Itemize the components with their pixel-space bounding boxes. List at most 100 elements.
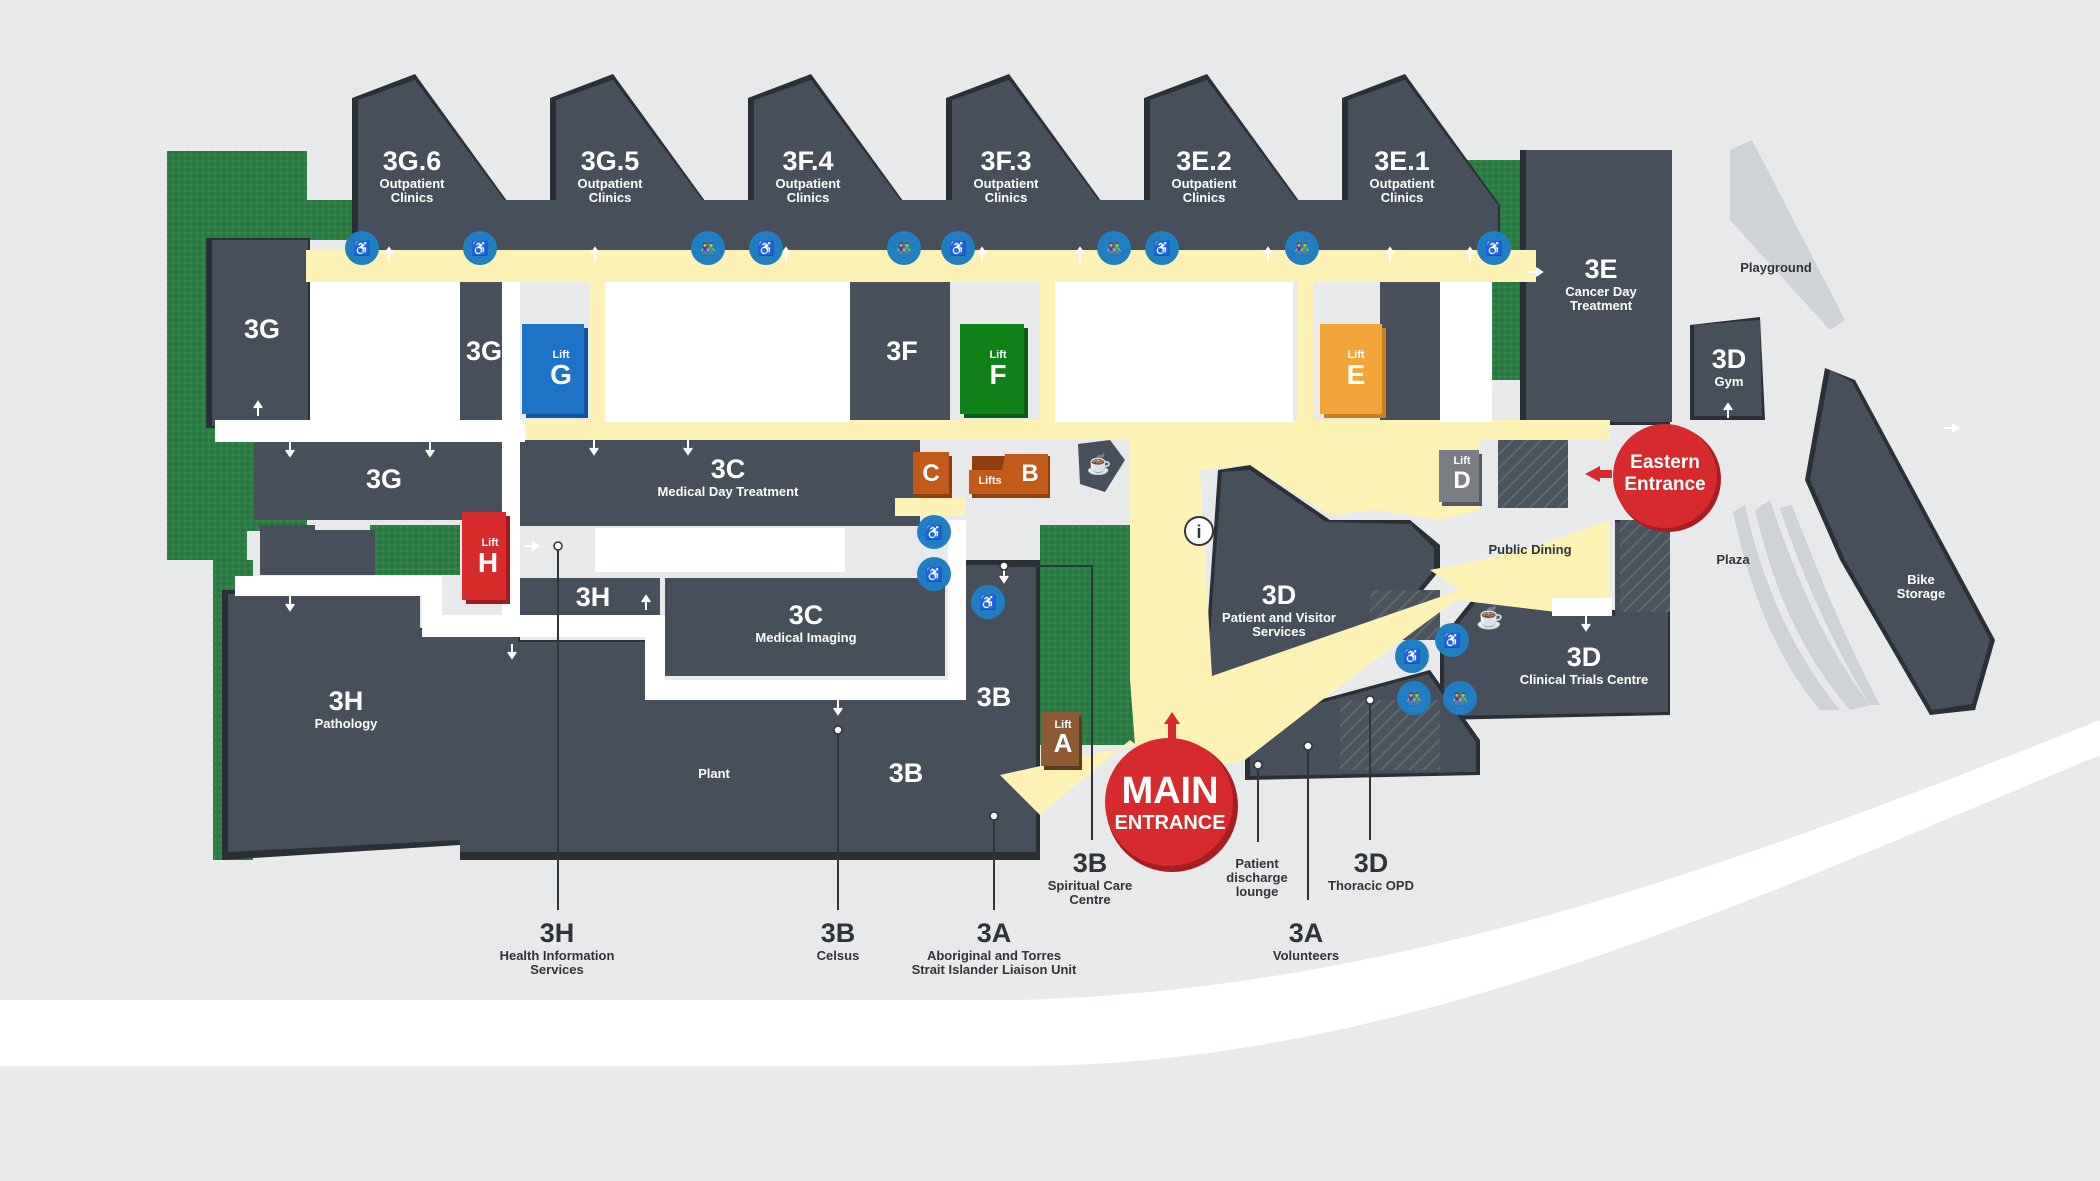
public-dining-label: Public Dining <box>1488 542 1571 557</box>
eastern-entrance-line1: Eastern <box>1630 452 1700 473</box>
callout-3d-thoracic-name: Thoracic OPD <box>1328 878 1414 893</box>
clinic-name-2: Clinics <box>391 190 434 205</box>
svg-text:D: D <box>1453 467 1470 494</box>
callout-3b-spiritual-code: 3B <box>1073 848 1108 878</box>
information-icon: i <box>1184 516 1214 546</box>
toilets-icon: 👫 <box>1443 681 1477 715</box>
svg-text:♿: ♿ <box>1153 240 1170 257</box>
service-icons: ♿ ♿ 👫 ♿ 👫 ♿ 👫 ♿ 👫 ♿ ♿ ♿ ♿ ♿ ♿ 👫 👫 ☕ ☕ i <box>345 231 1511 715</box>
main-entrance-line2: ENTRANCE <box>1114 812 1225 834</box>
accessible-toilet-icon: ♿ <box>1477 231 1511 265</box>
playground-label: Playground <box>1740 260 1812 275</box>
zone-3d-pvs-code: 3D <box>1262 580 1297 610</box>
zone-3g-west: 3G <box>244 314 280 344</box>
svg-text:Outpatient: Outpatient <box>1370 176 1436 191</box>
road <box>0 720 2100 1066</box>
svg-text:👫: 👫 <box>897 242 912 256</box>
clinic-code: 3E.2 <box>1176 146 1232 176</box>
clinic-code: 3F.3 <box>980 146 1031 176</box>
toilets-icon: 👫 <box>1397 681 1431 715</box>
svg-text:F: F <box>989 359 1006 390</box>
zone-3c-mi-code: 3C <box>789 600 824 630</box>
callout-3a-atsi-code: 3A <box>977 918 1012 948</box>
callout-3a-atsi-name-2: Strait Islander Liaison Unit <box>912 962 1077 977</box>
eastern-entrance-line2: Entrance <box>1624 474 1705 495</box>
accessible-toilet-icon: ♿ <box>749 231 783 265</box>
toilets-icon: 👫 <box>1285 231 1319 265</box>
zone-3c-mdt-name: Medical Day Treatment <box>658 484 800 499</box>
svg-text:♿: ♿ <box>949 240 966 257</box>
main-entrance: MAIN ENTRANCE <box>1105 738 1238 872</box>
svg-text:Outpatient: Outpatient <box>974 176 1040 191</box>
zone-3c-mdt-code: 3C <box>711 454 746 484</box>
svg-text:B: B <box>1021 460 1038 487</box>
svg-text:☕: ☕ <box>1087 452 1112 476</box>
callout-discharge-1: Patient <box>1235 856 1279 871</box>
clinic-code: 3E.1 <box>1374 146 1430 176</box>
svg-text:Outpatient: Outpatient <box>1172 176 1238 191</box>
svg-text:Outpatient: Outpatient <box>578 176 644 191</box>
svg-text:Clinics: Clinics <box>589 190 632 205</box>
zone-plant: Plant <box>698 766 730 781</box>
entrance-arrows <box>1164 466 1612 742</box>
walkways <box>215 282 1612 700</box>
zone-3g-small: 3G <box>466 336 502 366</box>
zone-3h-pathology-name: Pathology <box>315 716 379 731</box>
accessible-toilet-icon: ♿ <box>1145 231 1179 265</box>
accessible-toilet-icon: ♿ <box>1395 639 1429 673</box>
zone-3c-mi-name: Medical Imaging <box>755 630 856 645</box>
svg-text:Lift: Lift <box>1347 349 1364 361</box>
zone-3g-mid: 3G <box>366 464 402 494</box>
callouts: 3H Health Information Services 3B Celsus… <box>500 848 1414 977</box>
callout-3b-celsus-code: 3B <box>821 918 856 948</box>
zone-3d-pvs-name-1: Patient and Visitor <box>1222 610 1336 625</box>
svg-text:Lift: Lift <box>989 349 1006 361</box>
main-entrance-line1: MAIN <box>1121 770 1218 812</box>
corridors <box>306 250 1610 815</box>
clinic-code: 3G.6 <box>383 146 442 176</box>
svg-text:Clinics: Clinics <box>1381 190 1424 205</box>
callout-lines <box>557 546 1371 910</box>
accessible-toilet-icon: ♿ <box>917 557 951 591</box>
svg-text:♿: ♿ <box>757 240 774 257</box>
callout-3b-spiritual-name-2: Centre <box>1069 892 1110 907</box>
svg-text:H: H <box>478 547 498 578</box>
svg-text:♿: ♿ <box>471 240 488 257</box>
svg-text:👫: 👫 <box>1453 692 1468 706</box>
svg-text:♿: ♿ <box>925 566 942 583</box>
svg-text:i: i <box>1196 522 1201 542</box>
zone-3d-gym-code: 3D <box>1712 344 1747 374</box>
toilets-icon: 👫 <box>1097 231 1131 265</box>
plaza-label: Plaza <box>1716 552 1750 567</box>
svg-text:👫: 👫 <box>1295 242 1310 256</box>
callout-discharge-2: discharge <box>1226 870 1287 885</box>
callout-discharge-3: lounge <box>1236 884 1279 899</box>
callout-3a-vol-code: 3A <box>1289 918 1324 948</box>
svg-text:♿: ♿ <box>1443 632 1460 649</box>
callout-3b-spiritual-name-1: Spiritual Care <box>1048 878 1133 893</box>
callout-dots <box>553 541 1375 821</box>
zone-3f: 3F <box>886 336 918 366</box>
svg-text:G: G <box>550 359 572 390</box>
svg-text:Clinics: Clinics <box>1183 190 1226 205</box>
toilets-icon: 👫 <box>887 231 921 265</box>
svg-text:♿: ♿ <box>1403 648 1420 665</box>
callout-3h-name-2: Services <box>530 962 584 977</box>
accessible-toilet-icon: ♿ <box>971 585 1005 619</box>
callout-3d-thoracic-code: 3D <box>1354 848 1389 878</box>
svg-text:Lift: Lift <box>1453 455 1470 467</box>
callout-3a-vol-name: Volunteers <box>1273 948 1339 963</box>
zone-3b-b: 3B <box>889 758 924 788</box>
